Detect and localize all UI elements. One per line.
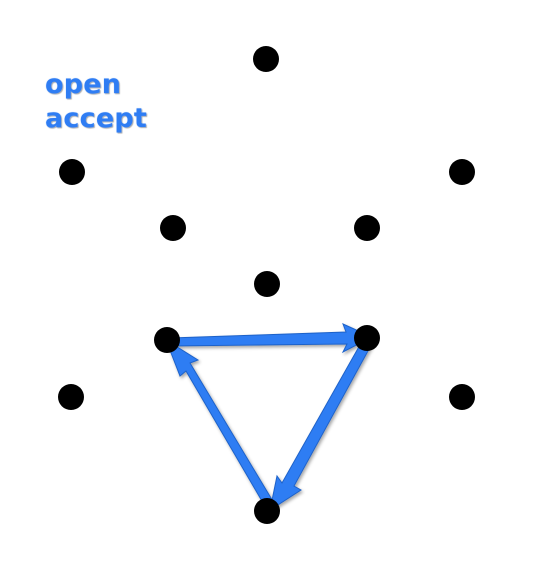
node-4 <box>160 215 186 241</box>
label-open: open <box>45 69 122 100</box>
node-10 <box>154 327 180 353</box>
arrow-layer <box>164 323 375 512</box>
node-5 <box>354 215 380 241</box>
arrow-node13-to-node10 <box>164 338 275 509</box>
label-accept: accept <box>45 103 147 134</box>
dot-layer <box>58 46 475 524</box>
node-13 <box>254 498 280 524</box>
node-11 <box>354 325 380 351</box>
node-6 <box>254 271 280 297</box>
node-3 <box>449 159 475 185</box>
node-7 <box>58 384 84 410</box>
node-2 <box>59 159 85 185</box>
legend-labels: open accept <box>45 68 205 136</box>
arrow-node11-to-node13 <box>269 335 375 512</box>
arrow-node10-to-node11 <box>169 323 374 354</box>
node-1 <box>253 46 279 72</box>
node-12 <box>449 384 475 410</box>
